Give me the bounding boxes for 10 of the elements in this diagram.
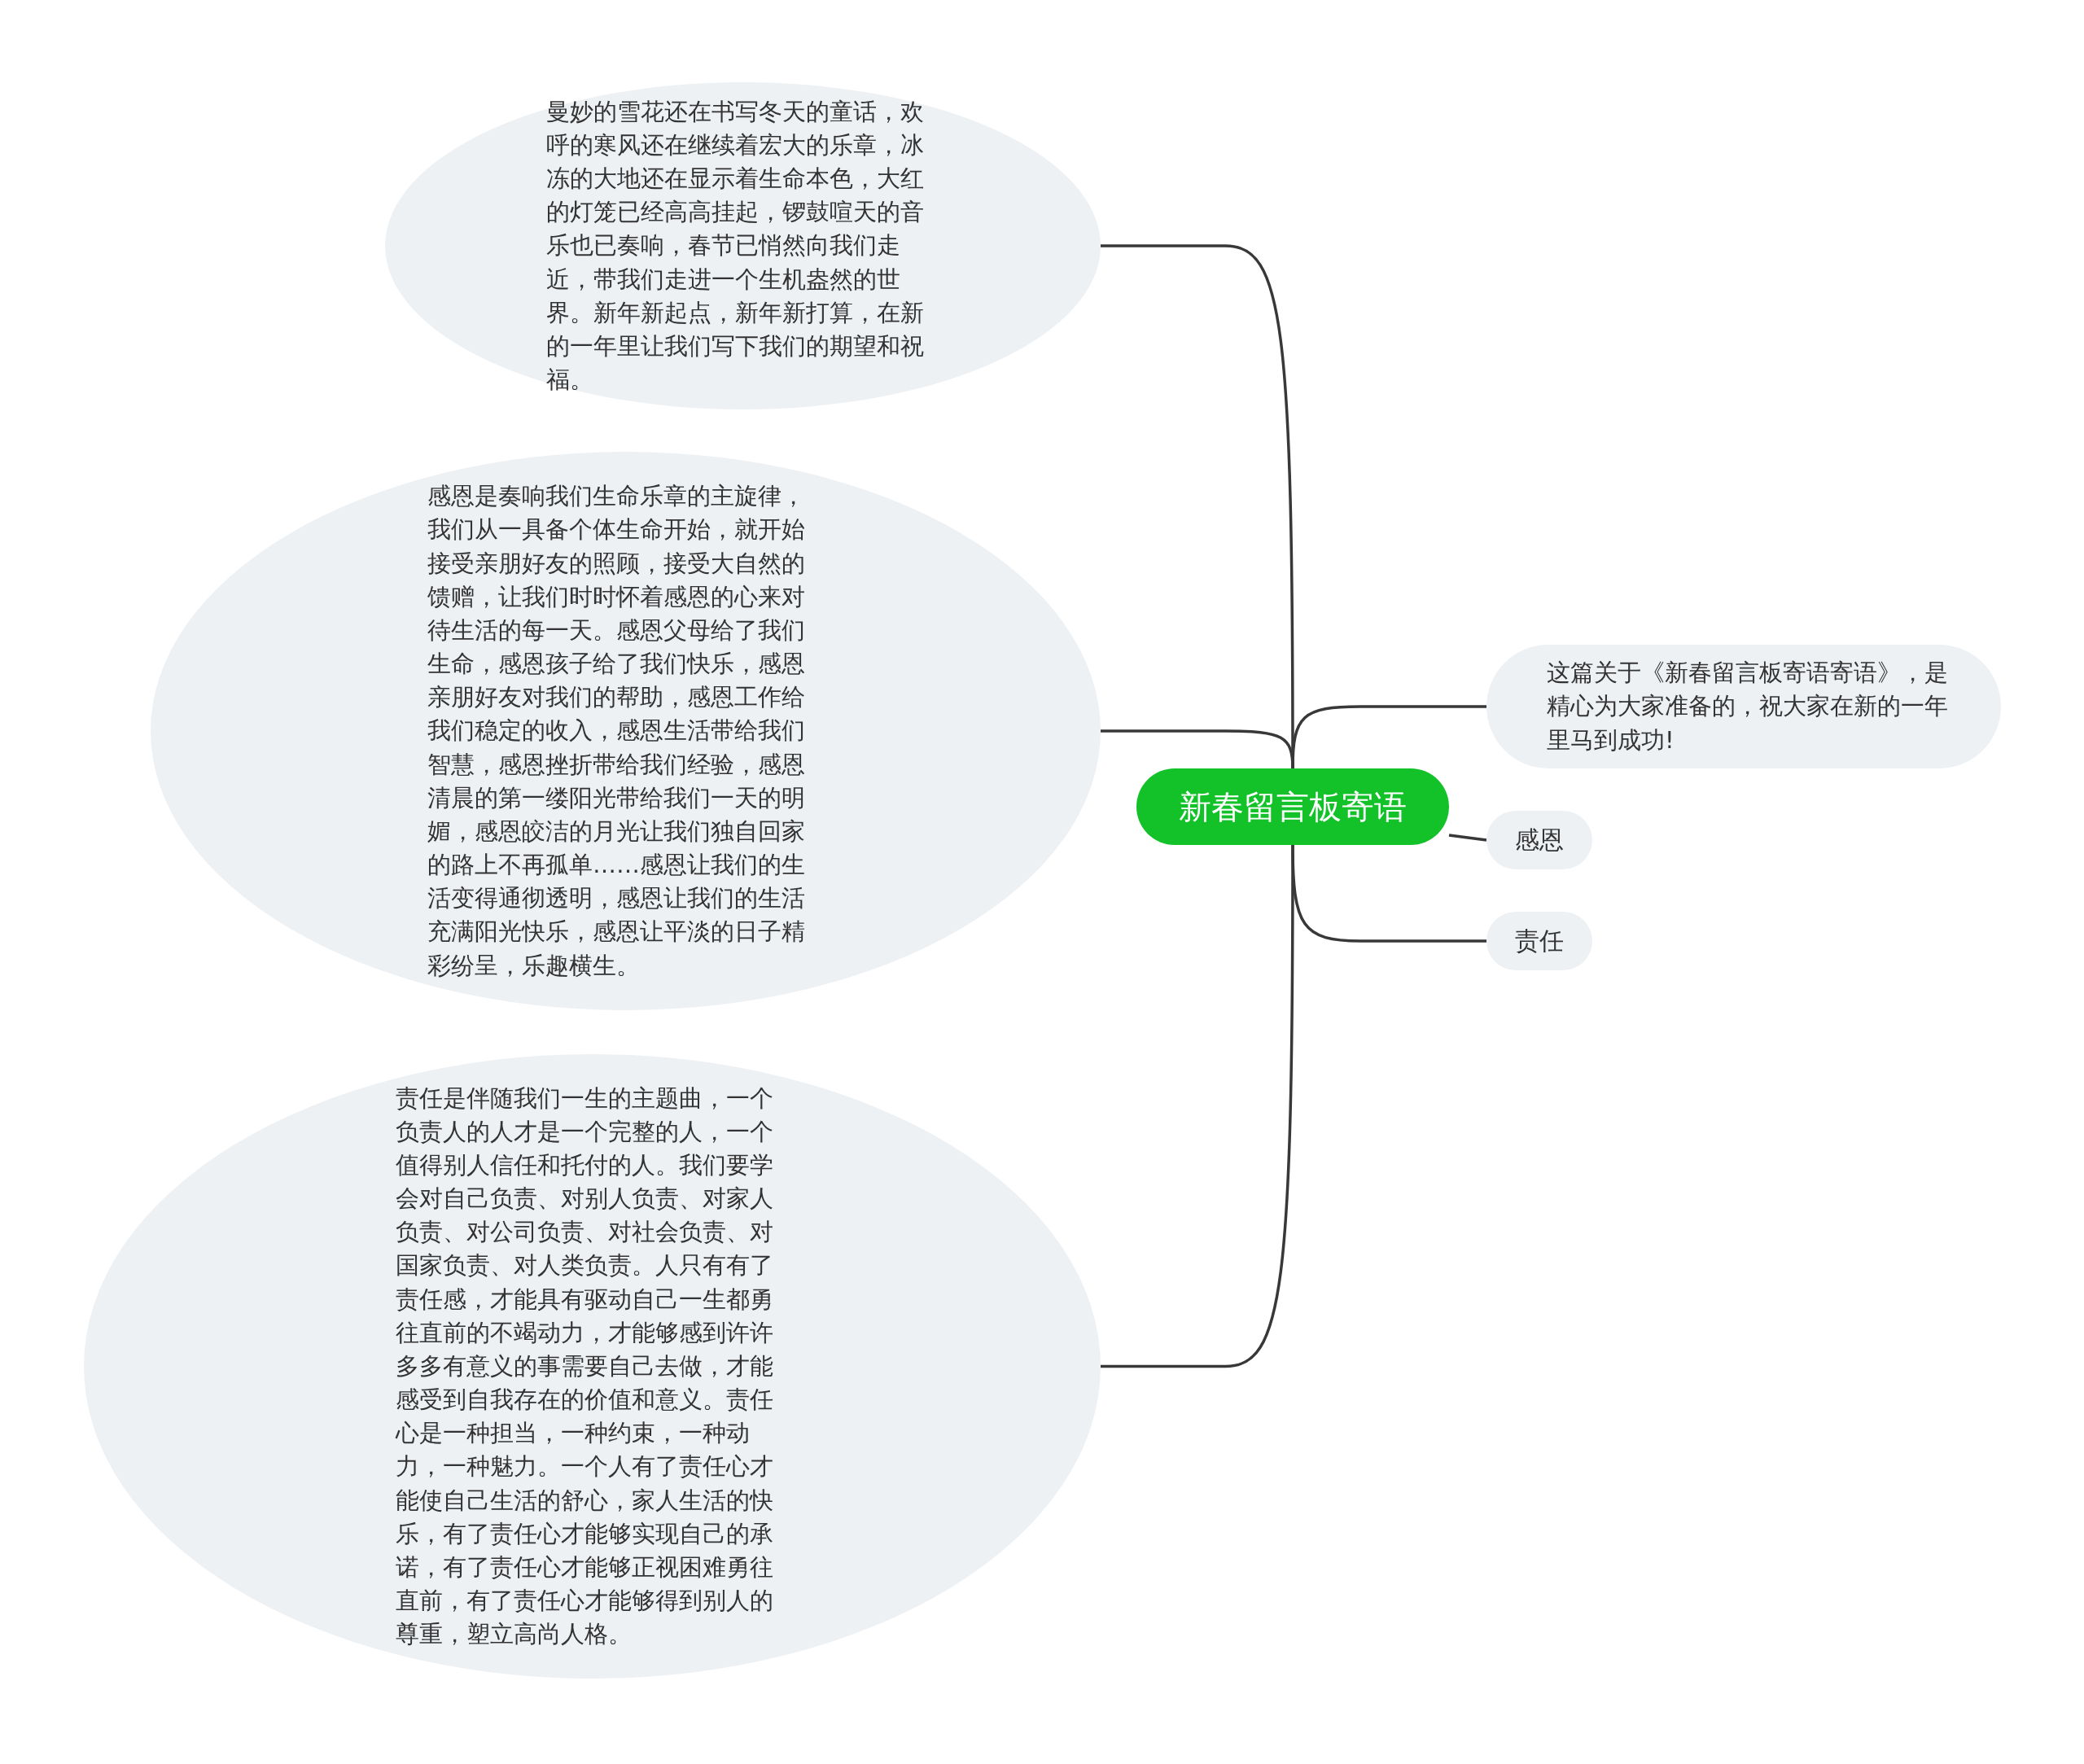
topic-text: 新春留言板寄语 [1179,787,1407,826]
topic-text: 曼妙的雪花还在书写冬天的童话，欢呼的寒风还在继续着宏大的乐章，冰冻的大地还在显示着生命本色，大红的灯笼已经高高挂起，锣鼓喧天的音乐也已奏响，春节已悄然向我们走近，带我们走进一个生机盎然的世界。新年新起点，新年新打算，在新的一年里让我们写下我们的期望和祝福。 [546,96,925,396]
topic-text: 这篇关于《新春留言板寄语寄语》，是精心为大家准备的，祝大家在新的一年里马到成功! [1547,658,1949,755]
topic-text: 感恩是奏响我们生命乐章的主旋律，我们从一具备个体生命开始，就开始接受亲朋好友的照顾，接受大自然的馈赠，让我们时时怀着感恩的心来对待生活的每一天。感恩父母给了我们生命，感恩孩子给了我们快乐，感恩亲朋好友对我们的帮助，感恩工作给我们稳定的收入，感恩生活带给我们智慧，感恩挫折带给我们经验，感恩清晨的第一缕阳光带给我们一天的明媚，感恩皎洁的月光让我们独自回家的路上不再孤单……感恩让我们的生活变得通彻透明，感恩让我们的生活充满阳光快乐，感恩让平淡的日子精彩纷呈，乐趣横生。 [427,481,806,981]
connector-line [1448,834,1487,842]
connector-line [1291,705,1486,769]
topic-text: 感恩 [1515,824,1564,856]
topic-text: 责任是伴随我们一生的主题曲，一个负责人的人才是一个完整的人，一个值得别人信任和托付的人。我们要学会对自己负责、对别人负责、对家人负责、对公司负责、对社会负责、对国家负责、对人类负责。人只有有了责任感，才能具有驱动自己一生都勇往直前的不竭动力，才能够感到许许多多有意义的事需要自己去做，才能感受到自我存在的价值和意义。责任心是一种担当，一种约束，一种动力，一种魅力。一个人有了责任心才能使自己生活的舒心，家人生活的快乐，有了责任心才能够实现自己的承诺，有了责任心才能够正视困难勇往直前，有了责任心才能够得到别人的尊重，塑立高尚人格。 [396,1083,774,1650]
connector-line [1291,844,1486,943]
topic-text: 责任 [1515,925,1564,956]
